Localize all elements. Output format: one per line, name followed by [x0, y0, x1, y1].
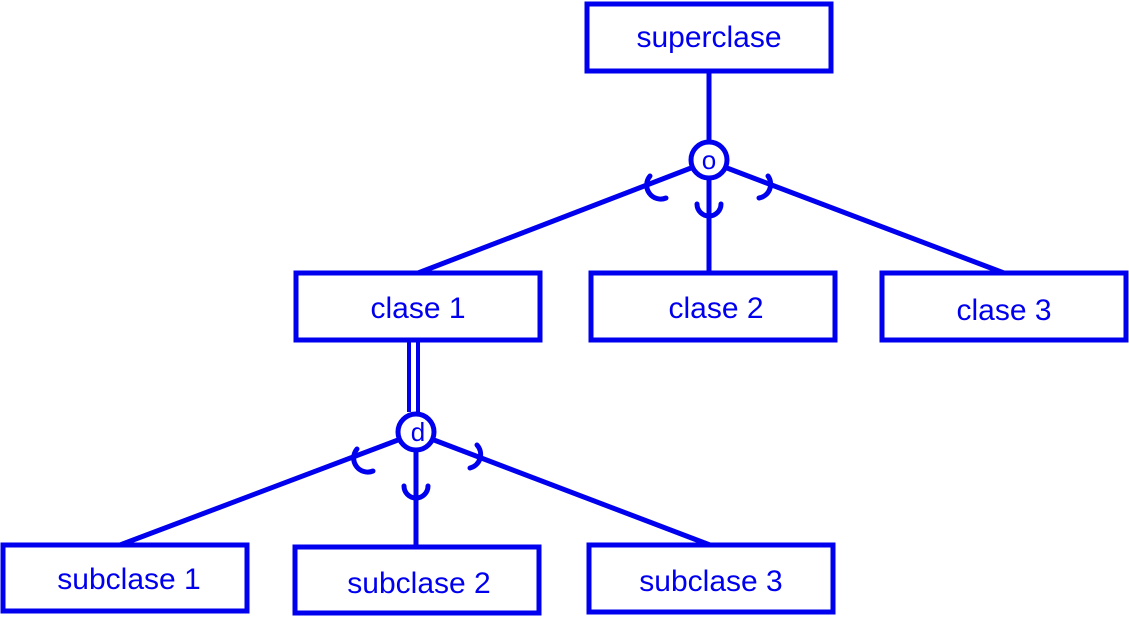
- subset-arc-subclass2: [401, 483, 431, 501]
- class-label-2: clase 2: [668, 292, 763, 325]
- disjoint-constraint-node: d: [395, 411, 437, 453]
- overlap-to-class1-edge: [417, 165, 692, 276]
- class-box-1: clase 1: [293, 270, 543, 343]
- subclass-box-3: subclase 3: [586, 542, 836, 615]
- class-box-3: clase 3: [879, 270, 1129, 343]
- class-box-2: clase 2: [588, 270, 838, 343]
- subset-arc-class2: [694, 201, 724, 219]
- class-label-3: clase 3: [956, 294, 1051, 327]
- disjoint-symbol: d: [411, 417, 425, 447]
- disjoint-to-subclass3-edge: [433, 437, 711, 548]
- subset-arc-class3: [756, 173, 774, 201]
- subset-arc-subclass1: [351, 446, 376, 475]
- subclass-label-1: subclase 1: [57, 563, 200, 596]
- subclass-box-1: subclase 1: [0, 542, 250, 614]
- subclass-label-2: subclase 2: [347, 567, 490, 600]
- subset-arc-subclass3: [467, 442, 484, 471]
- subset-symbols: [351, 173, 774, 501]
- superclass-box: superclase: [584, 1, 834, 74]
- superclass-label: superclase: [636, 21, 781, 54]
- subclass-label-3: subclase 3: [639, 565, 782, 598]
- subclass-box-2: subclase 2: [292, 544, 542, 616]
- subset-arc-class1: [644, 173, 669, 202]
- class-label-1: clase 1: [370, 292, 465, 325]
- overlap-symbol: o: [702, 145, 716, 175]
- overlap-constraint-node: o: [688, 139, 730, 181]
- connectors: [119, 72, 1005, 548]
